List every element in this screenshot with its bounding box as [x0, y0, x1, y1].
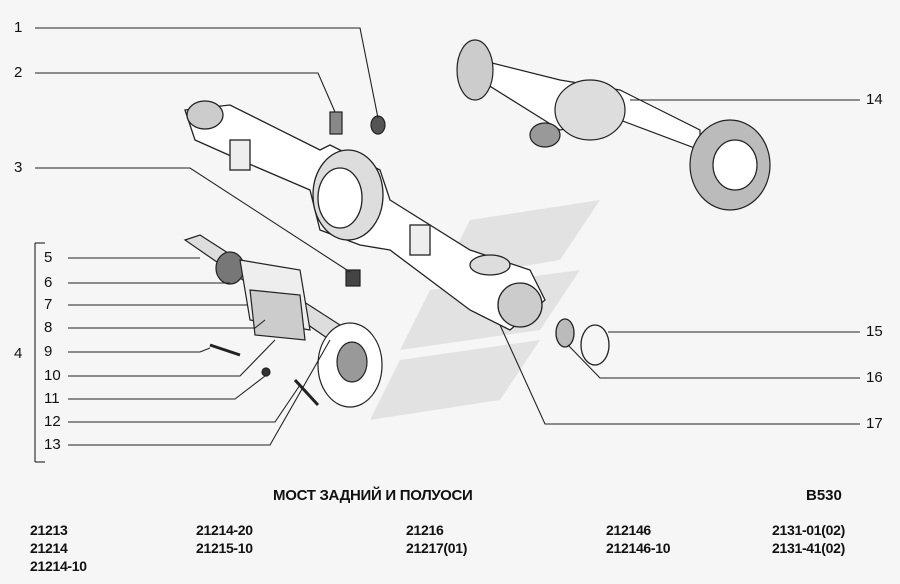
assembled-axle [456, 39, 771, 211]
model: 21214-10 [30, 558, 87, 574]
callout-6: 6 [44, 274, 53, 291]
model-column-1: 21213 21214 21214-10 [30, 521, 87, 575]
model-column-4: 212146 212146-10 [606, 521, 671, 557]
callout-4: 4 [14, 345, 23, 362]
model: 21214-20 [196, 522, 253, 538]
callout-10: 10 [44, 367, 61, 384]
model-column-5: 2131-01(02) 2131-41(02) [772, 521, 845, 557]
callout-11: 11 [44, 390, 60, 407]
model: 21215-10 [196, 540, 253, 556]
callout-17: 17 [866, 415, 883, 432]
model: 2131-41(02) [772, 540, 845, 556]
callout-13: 13 [44, 436, 61, 453]
callout-16: 16 [866, 369, 883, 386]
model-column-3: 21216 21217(01) [406, 521, 467, 557]
half-shaft-assembly [183, 234, 383, 408]
seal-and-ring [555, 318, 610, 366]
callout-9: 9 [44, 343, 53, 360]
callout-3: 3 [14, 159, 23, 176]
model: 21214 [30, 540, 68, 556]
diagram-code: B530 [806, 487, 842, 504]
callout-12: 12 [44, 413, 61, 430]
callout-15: 15 [866, 323, 883, 340]
leader-lines [34, 27, 860, 463]
model: 2131-01(02) [772, 522, 845, 538]
model: 212146 [606, 522, 651, 538]
callout-7: 7 [44, 296, 53, 313]
callout-1: 1 [14, 19, 23, 36]
callout-5: 5 [44, 249, 53, 266]
diagram-title: МОСТ ЗАДНИЙ И ПОЛУОСИ [273, 487, 473, 504]
plugs [329, 111, 386, 287]
model-column-2: 21214-20 21215-10 [196, 521, 253, 557]
callout-2: 2 [14, 64, 23, 81]
model: 21217(01) [406, 540, 468, 556]
callout-8: 8 [44, 319, 53, 336]
model: 212146-10 [606, 540, 671, 556]
model: 21216 [406, 522, 444, 538]
callout-14: 14 [866, 91, 883, 108]
model: 21213 [30, 522, 68, 538]
axle-housing [184, 100, 546, 331]
